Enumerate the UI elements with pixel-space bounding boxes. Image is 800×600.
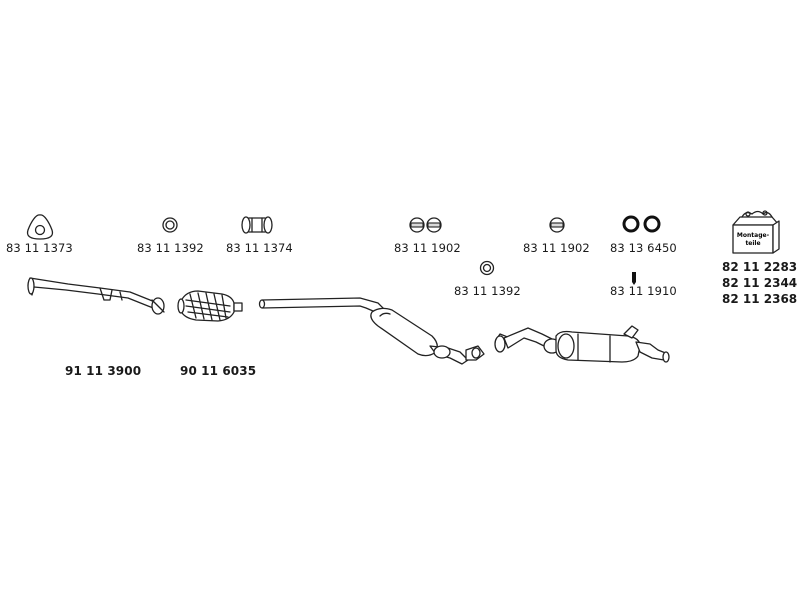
triangular-gasket-icon <box>26 214 54 240</box>
part-label-rubber-mount-rear: 83 11 1902 <box>523 241 590 255</box>
catalytic-converter-icon <box>177 290 243 322</box>
rear-silencer-icon <box>494 325 670 363</box>
pipe-clamp-icon <box>241 216 273 234</box>
kit-code: 82 11 2283 <box>722 260 798 274</box>
part-label-clamp: 83 11 1374 <box>226 241 293 255</box>
part-label-ring-front: 83 11 1392 <box>137 241 204 255</box>
bolt-icon <box>632 272 636 285</box>
part-label-rubber-ring-pair: 83 13 6450 <box>610 241 677 255</box>
kit-code: 82 11 2368 <box>722 292 798 306</box>
rubber-mount-icon <box>549 217 565 233</box>
sealing-ring-icon <box>162 217 178 233</box>
rubber-ring-pair-icon <box>622 215 661 233</box>
part-label-gasket-front: 83 11 1373 <box>6 241 73 255</box>
sealing-ring-mid-icon <box>479 260 495 276</box>
part-label-ring-mid: 83 11 1392 <box>454 284 521 298</box>
front-pipe-icon <box>27 277 165 315</box>
part-label-catalytic-converter: 90 11 6035 <box>180 364 257 378</box>
rubber-mount-pair-icon <box>409 217 442 233</box>
mounting-kit-box-icon: Montage- teile <box>732 210 780 254</box>
kit-box-text-line2: teile <box>745 240 760 247</box>
kit-code: 82 11 2344 <box>722 276 798 290</box>
part-label-bolt: 83 11 1910 <box>610 284 677 298</box>
part-label-rubber-mount-pair: 83 11 1902 <box>394 241 461 255</box>
part-label-front-pipe: 91 11 3900 <box>65 364 142 378</box>
kit-box-text-line1: Montage- <box>737 232 770 239</box>
middle-silencer-icon <box>258 297 485 365</box>
mounting-kit-codes: 82 11 2283 82 11 2344 82 11 2368 <box>722 259 797 307</box>
